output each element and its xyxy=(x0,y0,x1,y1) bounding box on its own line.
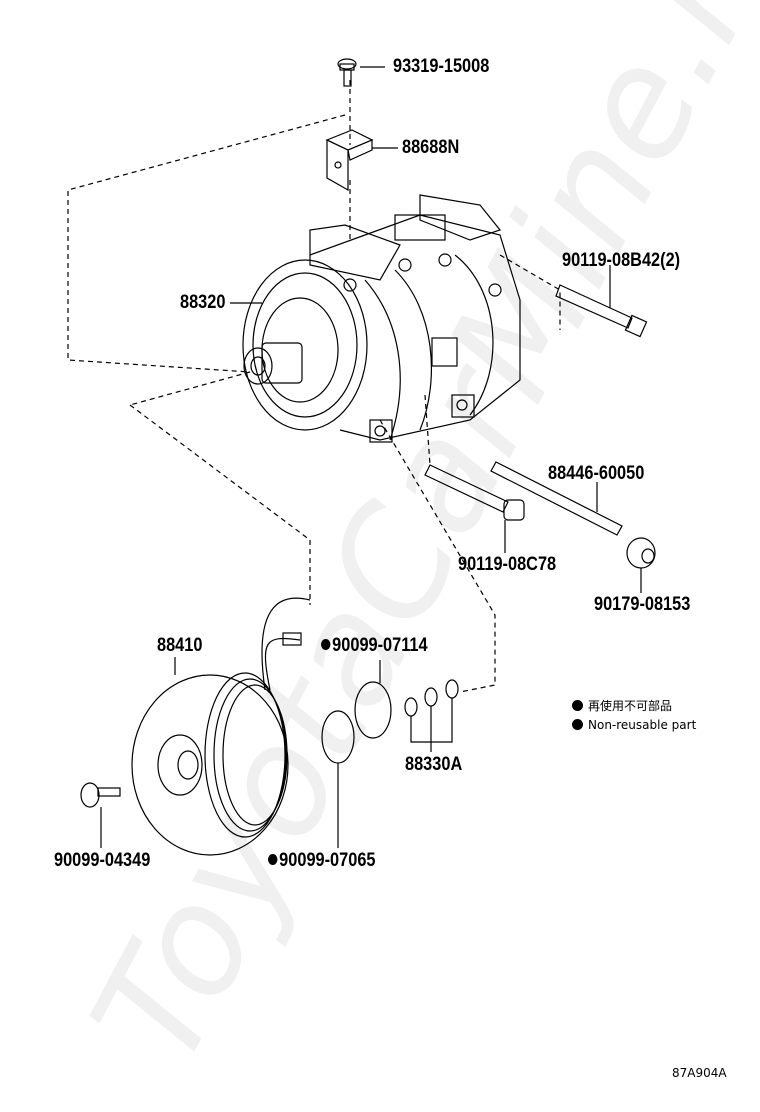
legend: 再使用不可部品 Non-reusable part xyxy=(572,696,696,734)
part-label-88330A[interactable]: 88330A xyxy=(405,754,463,775)
compressor-88320 xyxy=(230,194,521,443)
part-label-90179-08153[interactable]: 90179-08153 xyxy=(594,594,691,615)
part-label-88320[interactable]: 88320 xyxy=(180,292,226,313)
part-label-88410[interactable]: 88410 xyxy=(157,635,203,656)
bolt-93319-15008 xyxy=(337,58,385,87)
non-reusable-dot-icon xyxy=(321,639,331,650)
figure-code: 87A904A xyxy=(672,1066,727,1080)
part-label-88688N[interactable]: 88688N xyxy=(402,137,460,158)
assembly-dashed-lines xyxy=(67,80,561,693)
part-label-90119-08B42[interactable]: 90119-08B42(2) xyxy=(562,250,681,271)
snap-ring-90099-07065 xyxy=(321,710,355,848)
part-label-93319-15008[interactable]: 93319-15008 xyxy=(393,56,490,77)
bolt-90119-08B42 xyxy=(555,265,648,338)
stud-88446-60050 xyxy=(490,461,623,536)
clutch-pulley-88410 xyxy=(131,597,311,856)
part-label-88446-60050[interactable]: 88446-60050 xyxy=(548,463,645,484)
shims-88330A xyxy=(404,679,459,752)
nut-90179-08153 xyxy=(626,537,656,593)
filled-circle-icon xyxy=(572,700,583,711)
part-label-90099-07114[interactable]: 90099-07114 xyxy=(321,635,428,657)
part-label-90099-07065[interactable]: 90099-07065 xyxy=(268,850,376,872)
part-label-90119-08C78[interactable]: 90119-08C78 xyxy=(458,554,557,575)
bolt-90099-04349 xyxy=(80,782,121,848)
snap-ring-90099-07114 xyxy=(354,660,392,739)
bolt-90119-08C78 xyxy=(424,464,525,553)
bracket-88688N xyxy=(325,129,398,192)
non-reusable-dot-icon xyxy=(268,854,278,865)
legend-row-japanese: 再使用不可部品 xyxy=(572,696,696,715)
filled-circle-icon xyxy=(572,719,583,730)
legend-row-english: Non-reusable part xyxy=(572,715,696,734)
part-label-90099-04349[interactable]: 90099-04349 xyxy=(54,850,151,871)
